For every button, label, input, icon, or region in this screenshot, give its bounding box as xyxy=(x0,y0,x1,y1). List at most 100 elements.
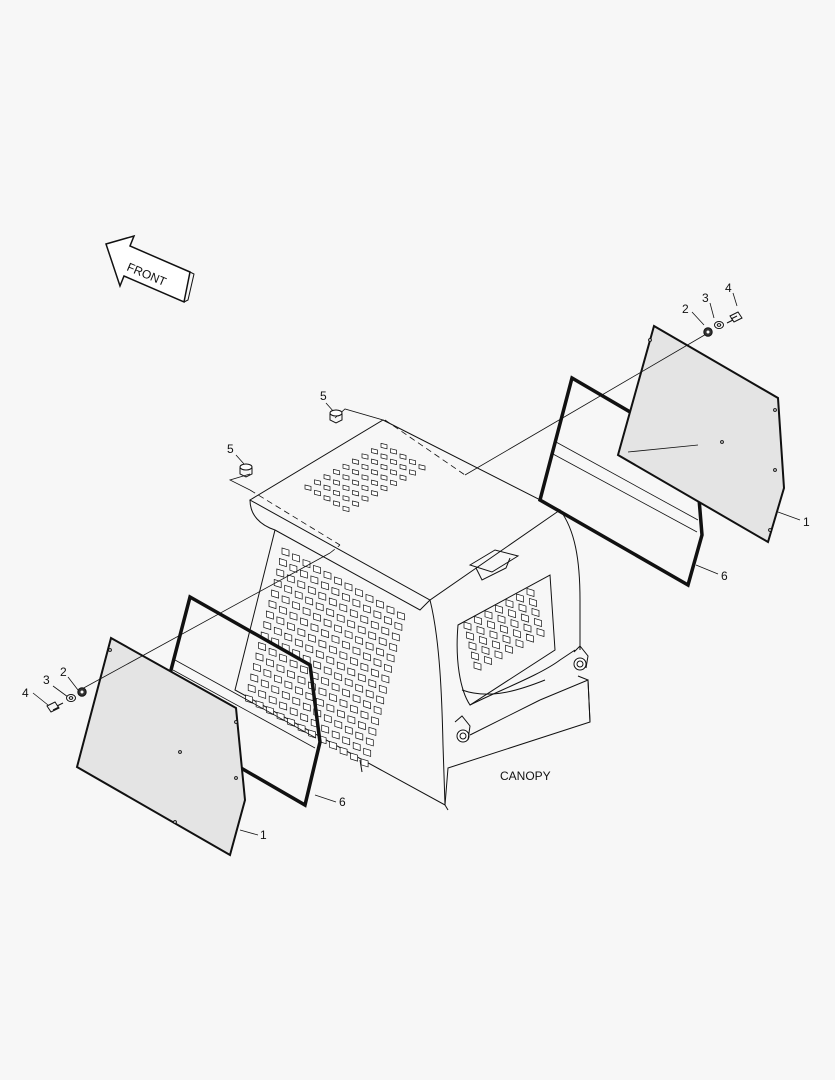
vent-hole xyxy=(334,719,343,729)
vent-hole xyxy=(368,679,377,689)
vent-hole xyxy=(342,484,350,492)
vent-hole xyxy=(313,612,321,622)
vent-hole xyxy=(333,468,340,476)
vent-hole xyxy=(297,675,306,685)
callout-window-right: 1 xyxy=(803,515,810,529)
vent-hole xyxy=(302,702,311,712)
vent-hole xyxy=(481,645,490,655)
vent-hole xyxy=(350,656,358,666)
vent-hole xyxy=(334,576,342,586)
vent-hole xyxy=(308,729,316,739)
vent-hole xyxy=(352,500,359,507)
callout-nut-left: 2 xyxy=(60,665,67,679)
vent-hole xyxy=(297,627,306,637)
vent-hole xyxy=(418,464,426,471)
roof-fastener-left xyxy=(239,463,253,478)
vent-hole xyxy=(363,604,371,614)
vent-hole xyxy=(390,448,397,455)
vent-hole xyxy=(342,474,350,481)
vent-hole xyxy=(373,705,382,715)
vent-hole xyxy=(360,710,369,720)
vent-hole xyxy=(313,564,321,574)
right-fasteners xyxy=(703,311,743,337)
vent-hole xyxy=(342,592,350,602)
vent-hole xyxy=(334,672,343,682)
vent-hole xyxy=(333,500,340,507)
vent-hole xyxy=(399,453,407,460)
vent-hole xyxy=(263,621,272,631)
vent-hole xyxy=(284,584,293,594)
vent-hole xyxy=(376,695,385,705)
vent-hole xyxy=(321,724,330,734)
vent-hole xyxy=(463,621,472,631)
vent-hole xyxy=(339,651,348,661)
vent-hole xyxy=(357,673,366,683)
assembly-label: CANOPY xyxy=(500,769,551,783)
right-nut xyxy=(703,327,713,337)
vent-hole xyxy=(284,632,293,642)
callout-washer-right: 3 xyxy=(702,291,709,305)
vent-hole xyxy=(339,603,348,613)
vent-hole xyxy=(268,600,277,610)
vent-hole xyxy=(333,489,340,497)
vent-hole xyxy=(281,595,290,605)
vent-hole xyxy=(315,650,324,660)
vent-hole xyxy=(281,547,290,557)
vent-hole xyxy=(323,714,332,724)
vent-hole xyxy=(370,620,379,630)
vent-hole xyxy=(318,639,327,649)
vent-hole xyxy=(300,617,308,627)
vent-hole xyxy=(323,495,331,502)
vent-hole xyxy=(300,665,308,675)
vent-hole xyxy=(245,694,253,704)
vent-hole xyxy=(297,580,306,590)
callout-labels: 1 6 2 3 4 5 5 2 3 4 6 1 xyxy=(22,281,810,842)
vent-hole xyxy=(399,464,407,471)
vent-hole xyxy=(273,626,282,636)
vent-hole xyxy=(505,599,514,609)
vent-hole xyxy=(295,686,303,696)
vent-hole xyxy=(294,638,303,648)
vent-hole xyxy=(339,698,348,708)
callout-fastener-top-right: 5 xyxy=(320,389,327,403)
vent-hole xyxy=(263,668,272,678)
vent-hole xyxy=(287,622,295,632)
vent-hole xyxy=(484,655,492,665)
vent-hole xyxy=(352,646,361,656)
vent-hole xyxy=(495,604,503,614)
vent-hole xyxy=(292,553,300,563)
vent-hole xyxy=(352,458,359,465)
vent-hole xyxy=(337,709,345,719)
vent-hole xyxy=(350,704,358,714)
vent-hole xyxy=(342,495,350,502)
vent-hole xyxy=(305,692,314,702)
vent-hole xyxy=(255,652,264,662)
vent-hole xyxy=(281,690,290,700)
vent-hole xyxy=(310,623,319,633)
vent-hole xyxy=(371,716,379,726)
vent-hole xyxy=(361,453,369,460)
vent-hole xyxy=(355,588,363,598)
vent-hole xyxy=(384,663,392,673)
vent-hole xyxy=(365,593,374,603)
vent-hole xyxy=(331,730,340,740)
vent-hole xyxy=(526,587,535,597)
vent-hole xyxy=(271,685,280,695)
roof-vent-grid xyxy=(304,442,426,513)
left-fasteners xyxy=(46,687,87,713)
vent-hole xyxy=(266,610,274,620)
vent-hole xyxy=(329,740,337,750)
callout-fastener-top-left: 5 xyxy=(227,442,234,456)
vent-hole xyxy=(390,479,397,487)
vent-hole xyxy=(502,634,511,644)
vent-hole xyxy=(326,703,335,713)
vent-hole xyxy=(373,610,382,620)
vent-hole xyxy=(471,651,479,661)
vent-hole xyxy=(389,642,398,652)
vent-hole xyxy=(331,634,340,644)
vent-hole xyxy=(318,687,327,697)
vent-hole xyxy=(531,607,540,617)
vent-hole xyxy=(344,630,353,640)
vent-hole xyxy=(316,697,324,707)
vent-hole xyxy=(315,602,324,612)
